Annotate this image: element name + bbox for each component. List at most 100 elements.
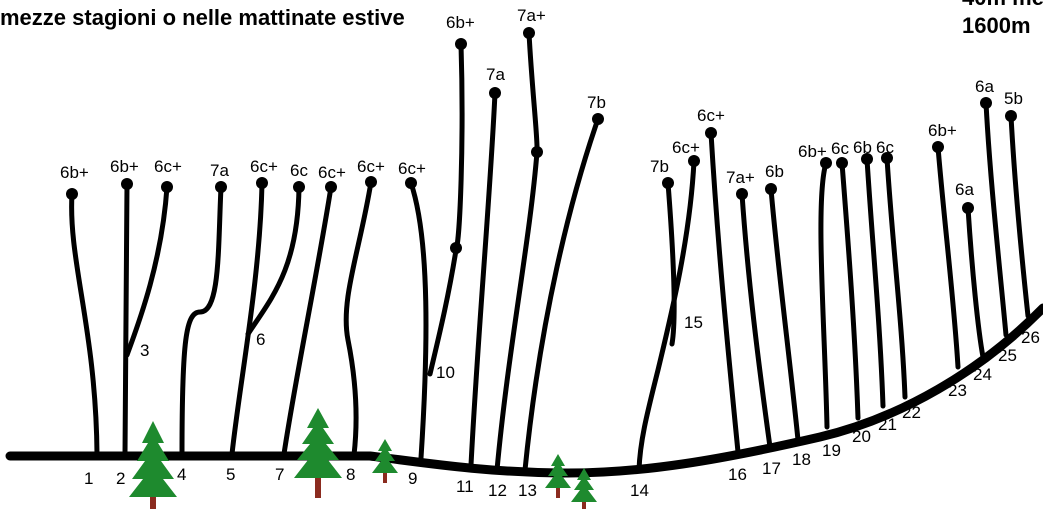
grade-label: 6c	[290, 161, 308, 180]
anchor-dot	[736, 188, 748, 200]
header-right-line1: 40m me	[962, 0, 1043, 10]
route-number-label: 24	[973, 365, 992, 384]
route-number-label: 17	[762, 459, 781, 478]
route-line	[468, 90, 498, 468]
route-15: 6c+15	[636, 138, 703, 473]
route-5: 6c+5	[226, 157, 278, 484]
route-number-label: 14	[630, 481, 649, 500]
anchor-dot	[523, 27, 535, 39]
grade-label: 7a+	[726, 168, 755, 187]
grade-label: 6b+	[928, 121, 957, 140]
route-number-label: 9	[408, 469, 417, 488]
route-14: 7b 14	[630, 157, 677, 500]
tree-icon	[294, 408, 342, 498]
route-number-label: 8	[346, 465, 355, 484]
route-line	[768, 186, 801, 443]
grade-label: 7a	[486, 65, 505, 84]
header-left-text: mezze stagioni o nelle mattinate estive	[0, 5, 405, 30]
route-24: 6a 24	[955, 180, 992, 384]
route-2: 6b+2	[110, 157, 139, 488]
anchor-dot	[962, 202, 974, 214]
route-number-label: 12	[488, 481, 507, 500]
anchor-dot	[592, 113, 604, 125]
grade-label: 6b+	[446, 13, 475, 32]
header-right-line2: 1600m	[962, 13, 1031, 38]
anchor-dot	[836, 157, 848, 169]
tree-icon	[372, 439, 398, 483]
route-line	[708, 130, 741, 455]
route-line	[935, 144, 961, 370]
grade-label: 6b+	[60, 163, 89, 182]
route-line	[179, 184, 224, 457]
anchor-dot	[66, 188, 78, 200]
routes-layer: 6b+16b+26c+37a46c+56c66c+76c+86c+96b+107…	[60, 6, 1040, 500]
route-number-label: 7	[275, 465, 284, 484]
anchor-dot	[161, 181, 173, 193]
grade-label: 6c+	[697, 106, 725, 125]
route-number-label: 22	[902, 403, 921, 422]
route-number-label: 16	[728, 465, 747, 484]
route-line	[408, 180, 429, 461]
grade-label: 6c+	[318, 163, 346, 182]
tree-icon	[545, 454, 571, 498]
route-line	[494, 30, 540, 473]
grade-label: 6c+	[154, 157, 182, 176]
grade-label: 6c	[876, 138, 894, 157]
route-17: 7a+ 17	[726, 168, 781, 478]
route-7: 6c+ 7	[275, 163, 346, 484]
route-line	[739, 191, 773, 450]
route-number-label: 15	[684, 313, 703, 332]
anchor-dot	[455, 38, 467, 50]
grade-label: 6a	[955, 180, 974, 199]
route-number-label: 21	[878, 415, 897, 434]
grade-label: 6b+	[798, 142, 827, 161]
route-line	[229, 180, 265, 457]
route-16: 6c+ 16	[697, 106, 747, 484]
anchor-dot	[861, 153, 873, 165]
grade-label: 7a	[210, 161, 229, 180]
route-line	[864, 156, 886, 409]
anchor-dot	[705, 127, 717, 139]
grade-label: 6a	[975, 77, 994, 96]
route-6: 6c6	[245, 161, 308, 349]
ground-line	[5, 303, 1043, 478]
route-line	[69, 191, 100, 457]
route-23: 6b+ 23	[928, 121, 967, 400]
route-number-label: 4	[177, 465, 186, 484]
route-line	[427, 41, 465, 377]
route-line	[665, 180, 677, 347]
grade-label: 6c+	[357, 157, 385, 176]
route-number-label: 1	[84, 469, 93, 488]
anchor-dot	[881, 152, 893, 164]
route-line	[343, 179, 374, 458]
tree-icon	[571, 468, 597, 509]
route-line	[983, 100, 1009, 338]
grade-label: 5b	[1004, 89, 1023, 108]
route-line	[245, 184, 302, 337]
route-line	[122, 181, 130, 457]
route-number-label: 13	[518, 481, 537, 500]
route-8: 6c+ 8	[343, 157, 385, 484]
route-1: 6b+ 1	[60, 163, 100, 488]
route-line	[281, 184, 334, 457]
anchor-dot	[765, 183, 777, 195]
junction-dot	[531, 146, 543, 158]
grade-label: 7b	[587, 93, 606, 112]
route-number-label: 10	[436, 363, 455, 382]
route-number-label: 3	[140, 341, 149, 360]
grade-label: 7b	[650, 157, 669, 176]
route-number-label: 23	[948, 381, 967, 400]
route-line	[884, 155, 908, 400]
anchor-dot	[121, 178, 133, 190]
route-line	[124, 184, 170, 358]
route-line	[965, 205, 986, 360]
tree-icon	[129, 421, 177, 509]
anchor-dot	[1005, 110, 1017, 122]
anchor-dot	[405, 177, 417, 189]
route-number-label: 25	[998, 346, 1017, 365]
